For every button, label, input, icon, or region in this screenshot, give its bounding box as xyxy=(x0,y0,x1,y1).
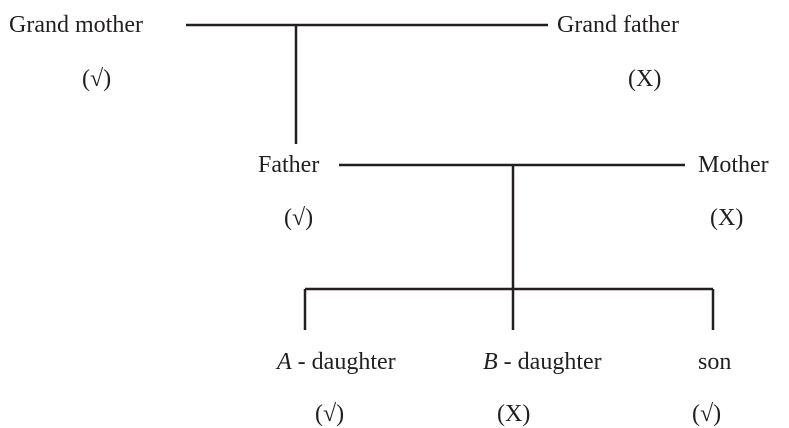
grandmother-label: Grand mother xyxy=(9,12,143,38)
daughter-a-letter: A xyxy=(277,349,292,375)
daughter-b-mark: (X) xyxy=(497,401,531,427)
grandfather-label: Grand father xyxy=(557,12,679,38)
son-mark: (√) xyxy=(692,401,722,427)
grandfather-mark: (X) xyxy=(628,66,662,92)
son-label: son xyxy=(698,349,732,375)
mother-label: Mother xyxy=(698,152,769,178)
mother-mark: (X) xyxy=(710,205,744,231)
grandmother-mark: (√) xyxy=(82,66,112,92)
daughter-a-mark: (√) xyxy=(315,401,345,427)
daughter-b-letter: B xyxy=(483,349,498,375)
daughter-b-label: B - daughter xyxy=(483,348,602,376)
daughter-b-text: - daughter xyxy=(497,349,602,375)
father-label: Father xyxy=(258,152,320,178)
daughter-a-text: - daughter xyxy=(291,349,396,375)
daughter-a-label: A - daughter xyxy=(277,348,396,376)
father-mark: (√) xyxy=(284,205,314,231)
